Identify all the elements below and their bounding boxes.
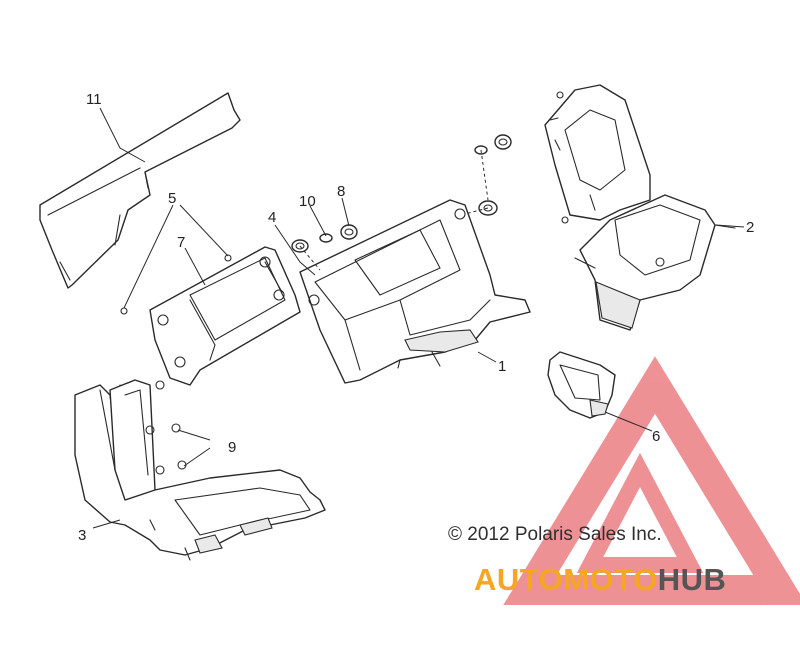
- callout-1: 1: [498, 358, 506, 375]
- callout-8: 8: [337, 183, 345, 200]
- callout-9: 9: [228, 439, 236, 456]
- part-1-center-tray: [299, 199, 531, 384]
- callout-3: 3: [78, 527, 86, 544]
- callout-7: 7: [177, 234, 185, 251]
- part-3-floor-panel: [74, 379, 326, 561]
- callout-5: 5: [168, 190, 176, 207]
- part-11-side-panel: [39, 92, 241, 289]
- callout-11: 11: [86, 91, 102, 108]
- callout-2: 2: [746, 219, 754, 236]
- callout-6: 6: [652, 428, 660, 445]
- callouts: 11 5 7 4 10 8 1 2 6 9 3: [78, 91, 754, 544]
- watermark-brand-part1: AUTOMOTO: [474, 562, 658, 597]
- copyright-text: © 2012 Polaris Sales Inc.: [448, 524, 662, 545]
- watermark-brand: AUTOMOTOHUB: [474, 562, 726, 597]
- watermark-logo: [503, 356, 800, 605]
- watermark-brand-part2: HUB: [658, 562, 727, 597]
- part-2-storage-box: [544, 84, 736, 331]
- part-7-heat-shield: [120, 246, 301, 386]
- callout-4: 4: [268, 209, 276, 226]
- part-6-clip: [547, 351, 616, 419]
- leader-lines: [92, 107, 745, 529]
- callout-10: 10: [299, 193, 316, 210]
